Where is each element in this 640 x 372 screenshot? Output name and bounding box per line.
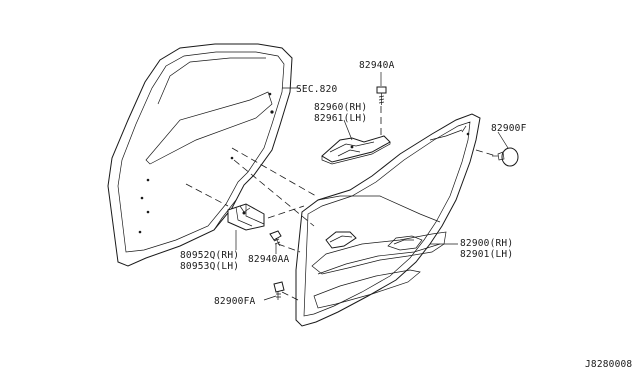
clip-82900f xyxy=(492,147,519,167)
bracket-part xyxy=(227,203,265,231)
clip-82900fa xyxy=(273,281,285,300)
label-sec-820: SEC.820 xyxy=(296,84,338,95)
door-inner-panel xyxy=(107,43,293,267)
label-82901-lh: 82901(LH) xyxy=(460,249,513,260)
label-82900f: 82900F xyxy=(491,123,527,134)
label-80953q-lh: 80953Q(LH) xyxy=(180,261,239,272)
assembly-lines xyxy=(185,106,497,301)
label-82961-lh: 82961(LH) xyxy=(314,113,367,124)
screw-82940a xyxy=(376,86,387,105)
label-82960-rh: 82960(RH) xyxy=(314,102,367,113)
leader-lines xyxy=(235,72,509,301)
label-82940aa: 82940AA xyxy=(248,254,290,265)
label-82900-rh: 82900(RH) xyxy=(460,238,513,249)
screw-82940aa xyxy=(269,230,282,247)
label-82940a: 82940A xyxy=(359,60,395,71)
pull-handle-bracket xyxy=(321,135,391,165)
callout-labels: SEC.820 82940A 82960(RH) 82961(LH) 82900… xyxy=(180,60,632,370)
footer-code: J8280008 xyxy=(585,359,632,370)
label-80952q-rh: 80952Q(RH) xyxy=(180,250,239,261)
label-82900fa: 82900FA xyxy=(214,296,256,307)
door-trim-panel xyxy=(295,113,481,327)
